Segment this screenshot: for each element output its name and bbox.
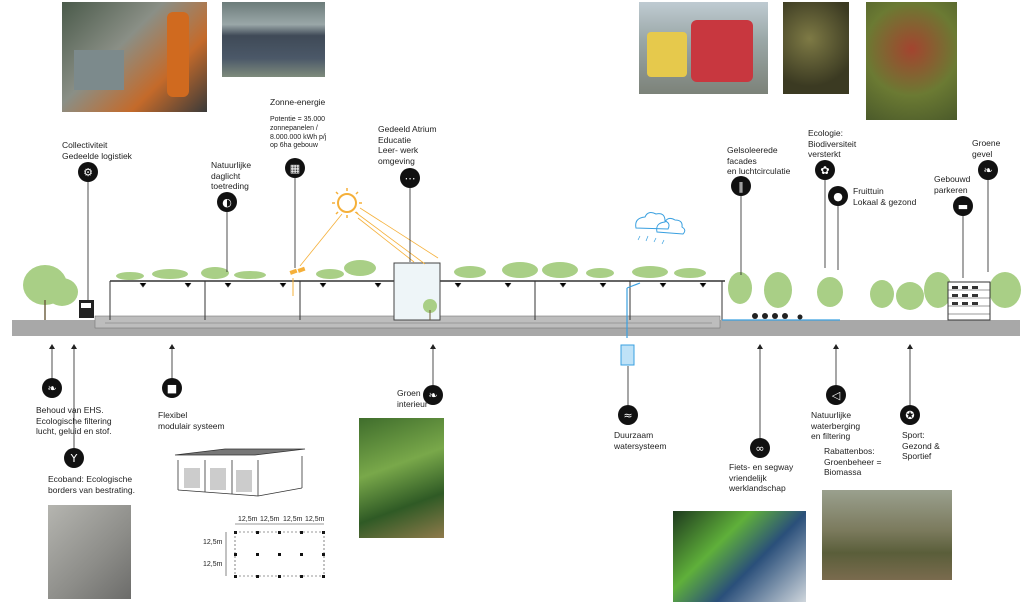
green-roof <box>116 260 706 280</box>
photo-coppice-forest <box>822 490 952 580</box>
leader-lines <box>87 178 989 300</box>
label-ehs: Behoud van EHS. Ecologische filtering lu… <box>36 405 112 437</box>
water-pipe <box>626 282 840 338</box>
label-duurzaam: Duurzaam watersysteem <box>614 430 667 451</box>
plant-icon: Y <box>64 448 84 468</box>
ball-icon: ✪ <box>900 405 920 425</box>
photo-solar-roof <box>222 2 325 77</box>
truck <box>79 300 94 318</box>
dim-left-1: 12,5m <box>203 539 223 546</box>
label-ecoband: Ecoband: Ecologische borders van bestrat… <box>48 474 135 495</box>
label-zonne-body: Potentie = 35.000 zonnepanelen / 8.000.0… <box>270 116 327 150</box>
robot-arm-icon: ⚙ <box>78 162 98 182</box>
photo-robotics <box>62 2 207 112</box>
fish-icon: ◁ <box>826 385 846 405</box>
module-icon: ■ <box>162 378 182 398</box>
label-zonne-title: Zonne-energie <box>270 97 326 107</box>
label-groene-gevel: Groene gevel <box>972 138 1001 159</box>
label-daglicht: Natuurlijke daglicht toetreding <box>211 160 252 192</box>
bicycle-icon: ∞ <box>750 438 770 458</box>
label-fruittuin: Fruittuin Lokaal & gezond <box>853 186 917 207</box>
label-ecologie: Ecologie: Biodiversiteit versterkt <box>808 128 857 160</box>
facade-insulation-icon: ‖ <box>731 176 751 196</box>
photo-electric-carts <box>639 2 768 94</box>
leader-lines-lower <box>51 346 911 448</box>
bee-icon: ✿ <box>815 160 835 180</box>
photo-bicycles <box>673 511 806 602</box>
sun-rays <box>299 207 439 267</box>
modular-system-sketch <box>174 448 306 497</box>
label-gelsoleerde: Gelsoleerede facades en luchtcirculatie <box>727 145 791 177</box>
label-collectiviteit: Collectiviteit Gedeelde logistiek <box>62 140 132 161</box>
leaf-icon: ❧ <box>42 378 62 398</box>
label-gebouwd-parkeren: Gebouwd parkeren <box>934 174 971 195</box>
car-icon: ▬ <box>953 196 973 216</box>
daylight-icon: ◐ <box>217 192 237 212</box>
dim-top-1: 12,5m <box>238 516 258 523</box>
leaf-icon: ❧ <box>423 385 443 405</box>
label-flexibel: Flexibel modulair systeem <box>158 410 225 431</box>
trees-right <box>728 272 1021 310</box>
water-tank-icon <box>620 344 635 366</box>
bikes <box>752 313 803 320</box>
trees-left <box>23 265 78 320</box>
solar-panel-icon: ▦ <box>285 158 305 178</box>
photo-green-wall <box>359 418 444 538</box>
leaf-icon: ❧ <box>978 160 998 180</box>
share-icon: ⋯ <box>400 168 420 188</box>
label-waterberging: Natuurlijke waterberging en filtering <box>811 410 861 442</box>
photo-fruit-tree <box>866 2 957 120</box>
cloud-icon <box>635 212 686 235</box>
dim-top-2: 12,5m <box>260 516 280 523</box>
label-sport: Sport: Gezond & Sportief <box>902 430 940 462</box>
grid-plan <box>234 531 325 578</box>
photo-bees <box>783 2 849 94</box>
dim-left-2: 12,5m <box>203 561 223 568</box>
photo-ecoband-pavement <box>48 505 131 599</box>
interior-lights <box>139 282 707 288</box>
apple-icon: ● <box>828 186 848 206</box>
label-atrium: Gedeeld Atrium Educatie Leer- werk omgev… <box>378 124 437 166</box>
dim-top-4: 12,5m <box>305 516 325 523</box>
label-fiets: Fiets- en segway vriendelijk werklandsch… <box>729 462 794 494</box>
solar-panels <box>289 266 306 296</box>
label-rabattenbos: Rabattenbos: Groenbeheer = Biomassa <box>824 446 882 478</box>
water-wave-icon: ≈ <box>618 405 638 425</box>
dim-top-3: 12,5m <box>283 516 303 523</box>
label-groen-interieur: Groen interieur <box>397 388 428 409</box>
